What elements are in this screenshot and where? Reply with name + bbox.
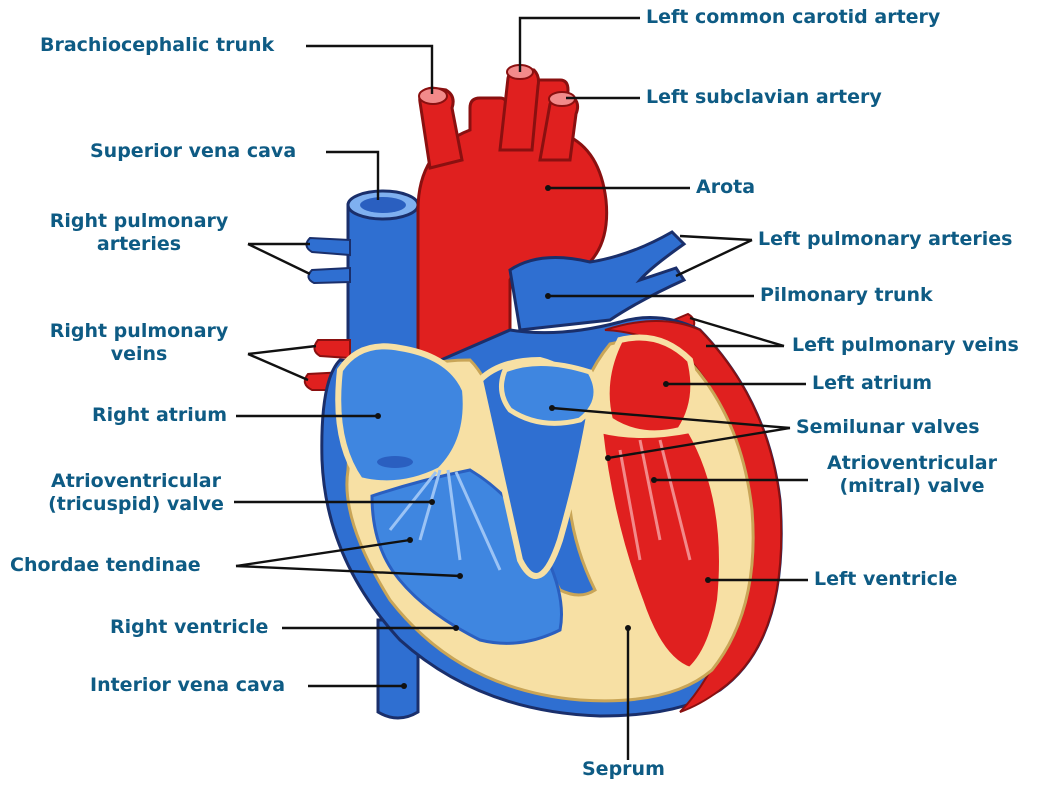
label-right-pulmonary-veins-line2: veins	[36, 343, 242, 366]
label-right-pulmonary-veins: Right pulmonary veins	[36, 320, 242, 366]
label-superior-vena-cava: Superior vena cava	[90, 140, 296, 163]
pulmonary-semilunar-valve	[501, 363, 596, 423]
label-interior-vena-cava: Interior vena cava	[90, 674, 285, 697]
label-right-atrium: Right atrium	[92, 404, 227, 427]
label-left-pulmonary-arteries: Left pulmonary arteries	[758, 228, 1012, 251]
label-av-tricuspid-valve: Atrioventricular (tricuspid) valve	[40, 470, 232, 516]
label-av-tricuspid-line1: Atrioventricular	[40, 470, 232, 493]
label-right-pulmonary-arteries-line2: arteries	[36, 233, 242, 256]
label-right-pulmonary-arteries: Right pulmonary arteries	[36, 210, 242, 256]
label-left-ventricle: Left ventricle	[814, 568, 957, 591]
label-av-mitral-valve: Atrioventricular (mitral) valve	[814, 452, 1010, 498]
label-av-tricuspid-line2: (tricuspid) valve	[40, 493, 232, 516]
label-seprum: Seprum	[582, 758, 665, 781]
label-av-mitral-line1: Atrioventricular	[814, 452, 1010, 475]
label-right-pulmonary-veins-line1: Right pulmonary	[36, 320, 242, 343]
label-right-ventricle: Right ventricle	[110, 616, 268, 639]
right-pulmonary-vein-upper	[314, 340, 350, 358]
label-left-atrium: Left atrium	[812, 372, 932, 395]
right-pulmonary-artery-lower	[308, 268, 350, 283]
label-left-pulmonary-veins: Left pulmonary veins	[792, 334, 1019, 357]
label-left-common-carotid-artery: Left common carotid artery	[646, 6, 940, 29]
left-common-carotid-artery	[500, 68, 539, 150]
label-av-mitral-line2: (mitral) valve	[814, 475, 1010, 498]
label-arota: Arota	[696, 176, 755, 199]
right-pulmonary-artery-upper	[306, 238, 350, 255]
label-right-pulmonary-arteries-line1: Right pulmonary	[36, 210, 242, 233]
label-chordae-tendinae: Chordae tendinae	[10, 554, 201, 577]
label-brachiocephalic-trunk: Brachiocephalic trunk	[40, 34, 274, 57]
label-semilunar-valves: Semilunar valves	[796, 416, 980, 439]
label-left-subclavian-artery: Left subclavian artery	[646, 86, 882, 109]
label-pilmonary-trunk: Pilmonary trunk	[760, 284, 933, 307]
